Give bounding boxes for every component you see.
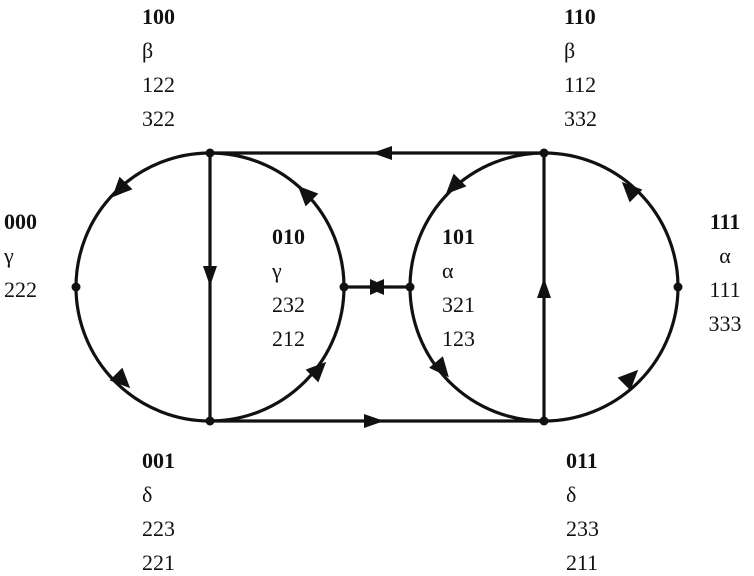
node-101-value-1: 321 (442, 292, 475, 317)
node-011-code: 011 (566, 448, 598, 473)
node-000-symbol: γ (4, 243, 14, 268)
arrow-middle-right (370, 279, 388, 295)
label-node-001: 001 δ 223 221 (142, 444, 175, 576)
node-011-value-2: 211 (566, 550, 599, 575)
node-101-code: 101 (442, 224, 475, 249)
label-node-010: 010 γ 232 212 (272, 220, 305, 356)
label-node-000: 000 γ 222 (4, 205, 37, 307)
node-011-symbol: δ (566, 482, 577, 507)
node-010-symbol: γ (272, 258, 282, 283)
node-001-value-1: 223 (142, 516, 175, 541)
node-dot-111 (673, 282, 683, 292)
arrow-right-circle-lower-left (429, 356, 449, 378)
node-dot-010 (339, 282, 349, 292)
node-dot-100 (205, 148, 215, 158)
node-dot-001 (205, 416, 215, 426)
node-010-value-2: 212 (272, 326, 305, 351)
arrow-right-circle-upper-left (445, 173, 467, 195)
node-101-value-2: 123 (442, 326, 475, 351)
node-dot-110 (539, 148, 549, 158)
node-100-value-1: 122 (142, 72, 175, 97)
arrow-left-circle-lower-right (305, 361, 327, 383)
node-110-value-2: 332 (564, 106, 597, 131)
node-dot-101 (405, 282, 415, 292)
node-110-code: 110 (564, 4, 596, 29)
node-001-value-2: 221 (142, 550, 175, 575)
arrow-top-left (372, 146, 392, 160)
node-001-symbol: δ (142, 482, 153, 507)
label-node-011: 011 δ 233 211 (566, 444, 599, 576)
node-111-value-2: 333 (708, 311, 742, 336)
arrow-left-circle-upper-right (297, 185, 319, 207)
arrow-left-circle-upper-left (112, 176, 133, 198)
arrow-left-down (203, 266, 217, 286)
node-100-code: 100 (142, 4, 175, 29)
node-100-symbol: β (142, 38, 154, 63)
arrow-left-circle-lower-left (109, 367, 131, 389)
arrow-right-up (537, 278, 551, 298)
arrow-right-circle-lower-right (617, 369, 639, 391)
node-010-value-1: 232 (272, 292, 305, 317)
node-dot-011 (539, 416, 549, 426)
node-111-code: 111 (709, 209, 741, 234)
node-dot-000 (71, 282, 81, 292)
node-110-value-1: 112 (564, 72, 597, 97)
node-001-code: 001 (142, 448, 175, 473)
node-011-value-1: 233 (566, 516, 599, 541)
node-101-symbol: α (442, 258, 454, 283)
node-110-symbol: β (564, 38, 576, 63)
label-node-110: 110 β 112 332 (564, 0, 597, 136)
node-010-code: 010 (272, 224, 305, 249)
arrow-bottom-right (364, 414, 384, 428)
node-100-value-2: 322 (142, 106, 175, 131)
node-111-symbol: α (719, 243, 731, 268)
label-node-111: 111 α 111 333 (700, 205, 750, 341)
label-node-101: 101 α 321 123 (442, 220, 475, 356)
arrow-right-circle-upper-right (621, 181, 643, 203)
label-node-100: 100 β 122 322 (142, 0, 175, 136)
node-000-code: 000 (4, 209, 37, 234)
node-111-value-1: 111 (709, 277, 741, 302)
node-000-value-1: 222 (4, 277, 37, 302)
